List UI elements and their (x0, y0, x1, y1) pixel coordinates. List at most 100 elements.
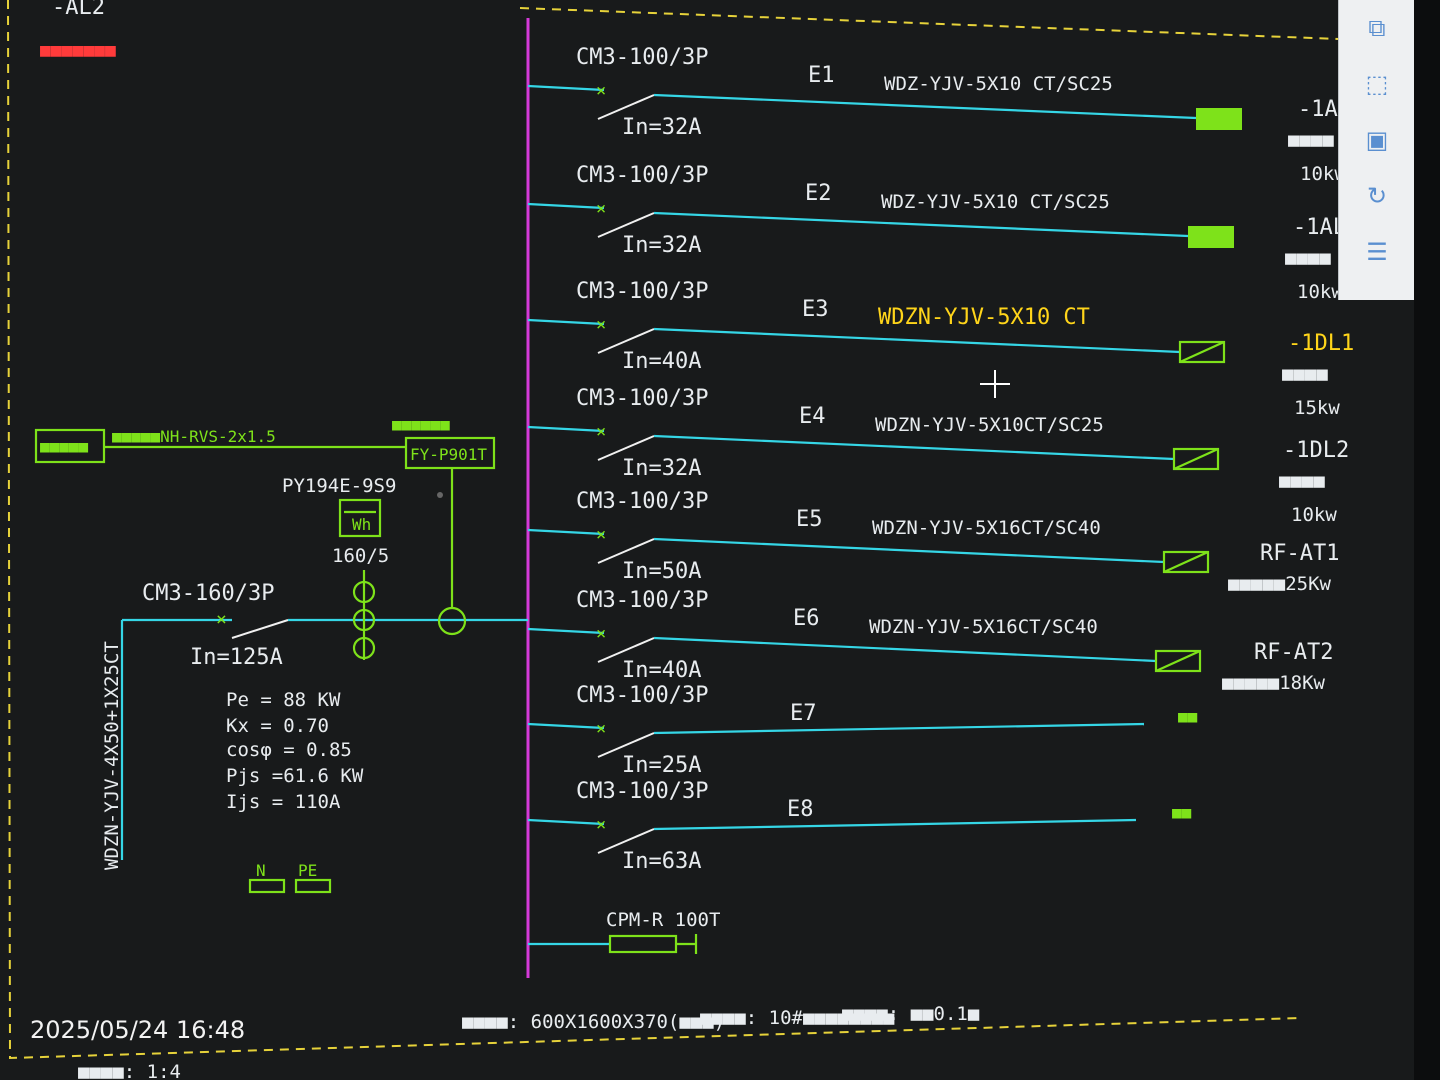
fire-module-icon (404, 436, 496, 470)
circuit-rating-label: In=63A (622, 849, 701, 874)
circuit-desc-label: ■■■■■25Kw (1228, 573, 1332, 595)
fire-module-label: FY-P901T (410, 445, 487, 464)
panel-note: ■■■■■■■ (40, 40, 116, 61)
circuit-breaker-contact (597, 328, 655, 354)
breaker-x-mark-icon: × (596, 315, 606, 335)
circuit-id-label: E3 (802, 297, 829, 322)
load-block-icon (1188, 226, 1234, 248)
circuit-breaker-contact (597, 828, 655, 854)
circuit-breaker-label: CM3-100/3P (576, 45, 708, 70)
crosshair-cursor-icon (980, 370, 1010, 398)
circuit-wire-out (653, 722, 1145, 735)
circuit-desc-label: ■■■■ (1288, 129, 1334, 151)
breaker-x-mark-icon: × (596, 624, 606, 644)
circuit-id-label: E7 (790, 701, 817, 726)
circuit-power-label: 10kw (1297, 281, 1343, 303)
circuit-wire-in (527, 722, 605, 730)
circuit-rating-label: In=40A (622, 658, 701, 683)
circuit-breaker-contact (597, 732, 655, 758)
circuit-breaker-contact (597, 538, 655, 564)
panel-id: -AL2 (52, 0, 105, 20)
n-terminal-icon (248, 878, 286, 894)
circuit-rating-label: In=32A (622, 115, 701, 140)
spd-label: CPM-R 100T (606, 909, 720, 931)
circuit-breaker-contact (597, 212, 655, 238)
circuit-cable-label: WDZN-YJV-5X16CT/SC40 (869, 616, 1098, 638)
circuit-wire-in (527, 84, 605, 92)
circuit-id-label: E5 (796, 507, 823, 532)
circuit-id-label: E4 (799, 404, 826, 429)
ct-coil-1-icon (352, 580, 376, 604)
main-breaker-rating: In=125A (190, 645, 283, 670)
breaker-x-mark-icon: × (596, 199, 606, 219)
circuit-wire-out (653, 327, 1181, 354)
ct-coil-2-icon (352, 608, 376, 632)
circuit-target-label: ■■ (1178, 707, 1198, 726)
load-box-icon (1162, 550, 1210, 574)
residual-ct-icon (437, 606, 467, 636)
circuit-wire-out (653, 93, 1197, 120)
circuit-breaker-contact (597, 435, 655, 461)
photo-timestamp: 2025/05/24 16:48 (30, 1016, 246, 1044)
energy-meter-icon (338, 498, 382, 538)
circuit-cable-label: WDZN-YJV-5X10 CT (878, 305, 1090, 330)
circuit-target-label: ■■ (1172, 803, 1192, 822)
circuit-rating-label: In=32A (622, 456, 701, 481)
circuit-power-label: 10kw (1300, 163, 1346, 185)
load-box-icon (1172, 447, 1220, 471)
surge-protector-icon (608, 934, 678, 954)
cube-icon[interactable]: ⬚ (1365, 70, 1389, 98)
circuit-desc-label: ■■■■ (1282, 363, 1328, 385)
circuit-cable-label: WDZ-YJV-5X10 CT/SC25 (881, 191, 1110, 213)
circuit-wire-in (527, 425, 605, 433)
n-terminal-label: N (256, 861, 266, 880)
breaker-x-mark-icon: × (596, 525, 606, 545)
circuit-wire-in (527, 318, 605, 326)
circuit-breaker-label: CM3-100/3P (576, 163, 708, 188)
calc-cos: cosφ = 0.85 (226, 739, 352, 761)
circuit-cable-label: WDZ-YJV-5X10 CT/SC25 (884, 73, 1113, 95)
breaker-x-mark-icon: × (596, 81, 606, 101)
circuit-cable-label: WDZN-YJV-5X10CT/SC25 (875, 414, 1104, 436)
properties-icon[interactable]: ☰ (1366, 238, 1388, 266)
calc-pe: Pe = 88 KW (226, 689, 341, 711)
drawing-frame-border (7, 0, 1301, 1060)
meter-model: PY194E-9S9 (282, 475, 396, 497)
circuit-breaker-label: CM3-100/3P (576, 279, 708, 304)
circuit-breaker-label: CM3-100/3P (576, 683, 708, 708)
circuit-breaker-label: CM3-100/3P (576, 779, 708, 804)
main-breaker-label: CM3-160/3P (142, 581, 274, 606)
circuit-breaker-label: CM3-100/3P (576, 386, 708, 411)
circuit-wire-in (527, 528, 605, 536)
circuit-wire-in (527, 818, 605, 826)
breaker-x-mark-icon: × (596, 815, 606, 835)
pe-terminal-label: PE (298, 861, 317, 880)
view-toolbar: ⧉ ⬚ ▣ ↻ ☰ (1338, 0, 1415, 300)
circuit-id-label: E6 (793, 606, 820, 631)
calc-pjs: Pjs =61.6 KW (226, 765, 364, 787)
circuit-rating-label: In=32A (622, 233, 701, 258)
circuit-id-label: E1 (808, 63, 835, 88)
load-box-diagonal (1155, 649, 1201, 673)
pe-terminal-icon (294, 878, 332, 894)
install-location: ■■■■: 10#■■■■■■■■ (700, 1007, 895, 1029)
meter-symbol: Wh (352, 515, 371, 534)
load-box-diagonal (1173, 447, 1219, 471)
circuit-wire-out (653, 818, 1137, 831)
circuit-wire-in (527, 202, 605, 210)
circuit-rating-label: In=25A (622, 753, 701, 778)
3d-view-icon[interactable]: ⧉ (1368, 14, 1386, 42)
cube-solid-icon[interactable]: ▣ (1365, 126, 1389, 154)
install-height: ■■■■: ■■0.1■ (842, 1003, 980, 1025)
orbit-icon[interactable]: ↻ (1366, 182, 1388, 210)
circuit-desc-label: ■■■■ (1285, 247, 1331, 269)
circuit-id-label: E2 (805, 181, 832, 206)
circuit-wire-out (653, 211, 1189, 238)
load-box-diagonal (1163, 550, 1209, 574)
circuit-target-label: RF-AT2 (1254, 640, 1333, 665)
calc-kx: Kx = 0.70 (226, 715, 329, 737)
fire-box-label: ■■■■■ (40, 437, 89, 456)
calc-ijs: Ijs = 110A (226, 791, 341, 813)
circuit-target-label: RF-AT1 (1260, 541, 1339, 566)
